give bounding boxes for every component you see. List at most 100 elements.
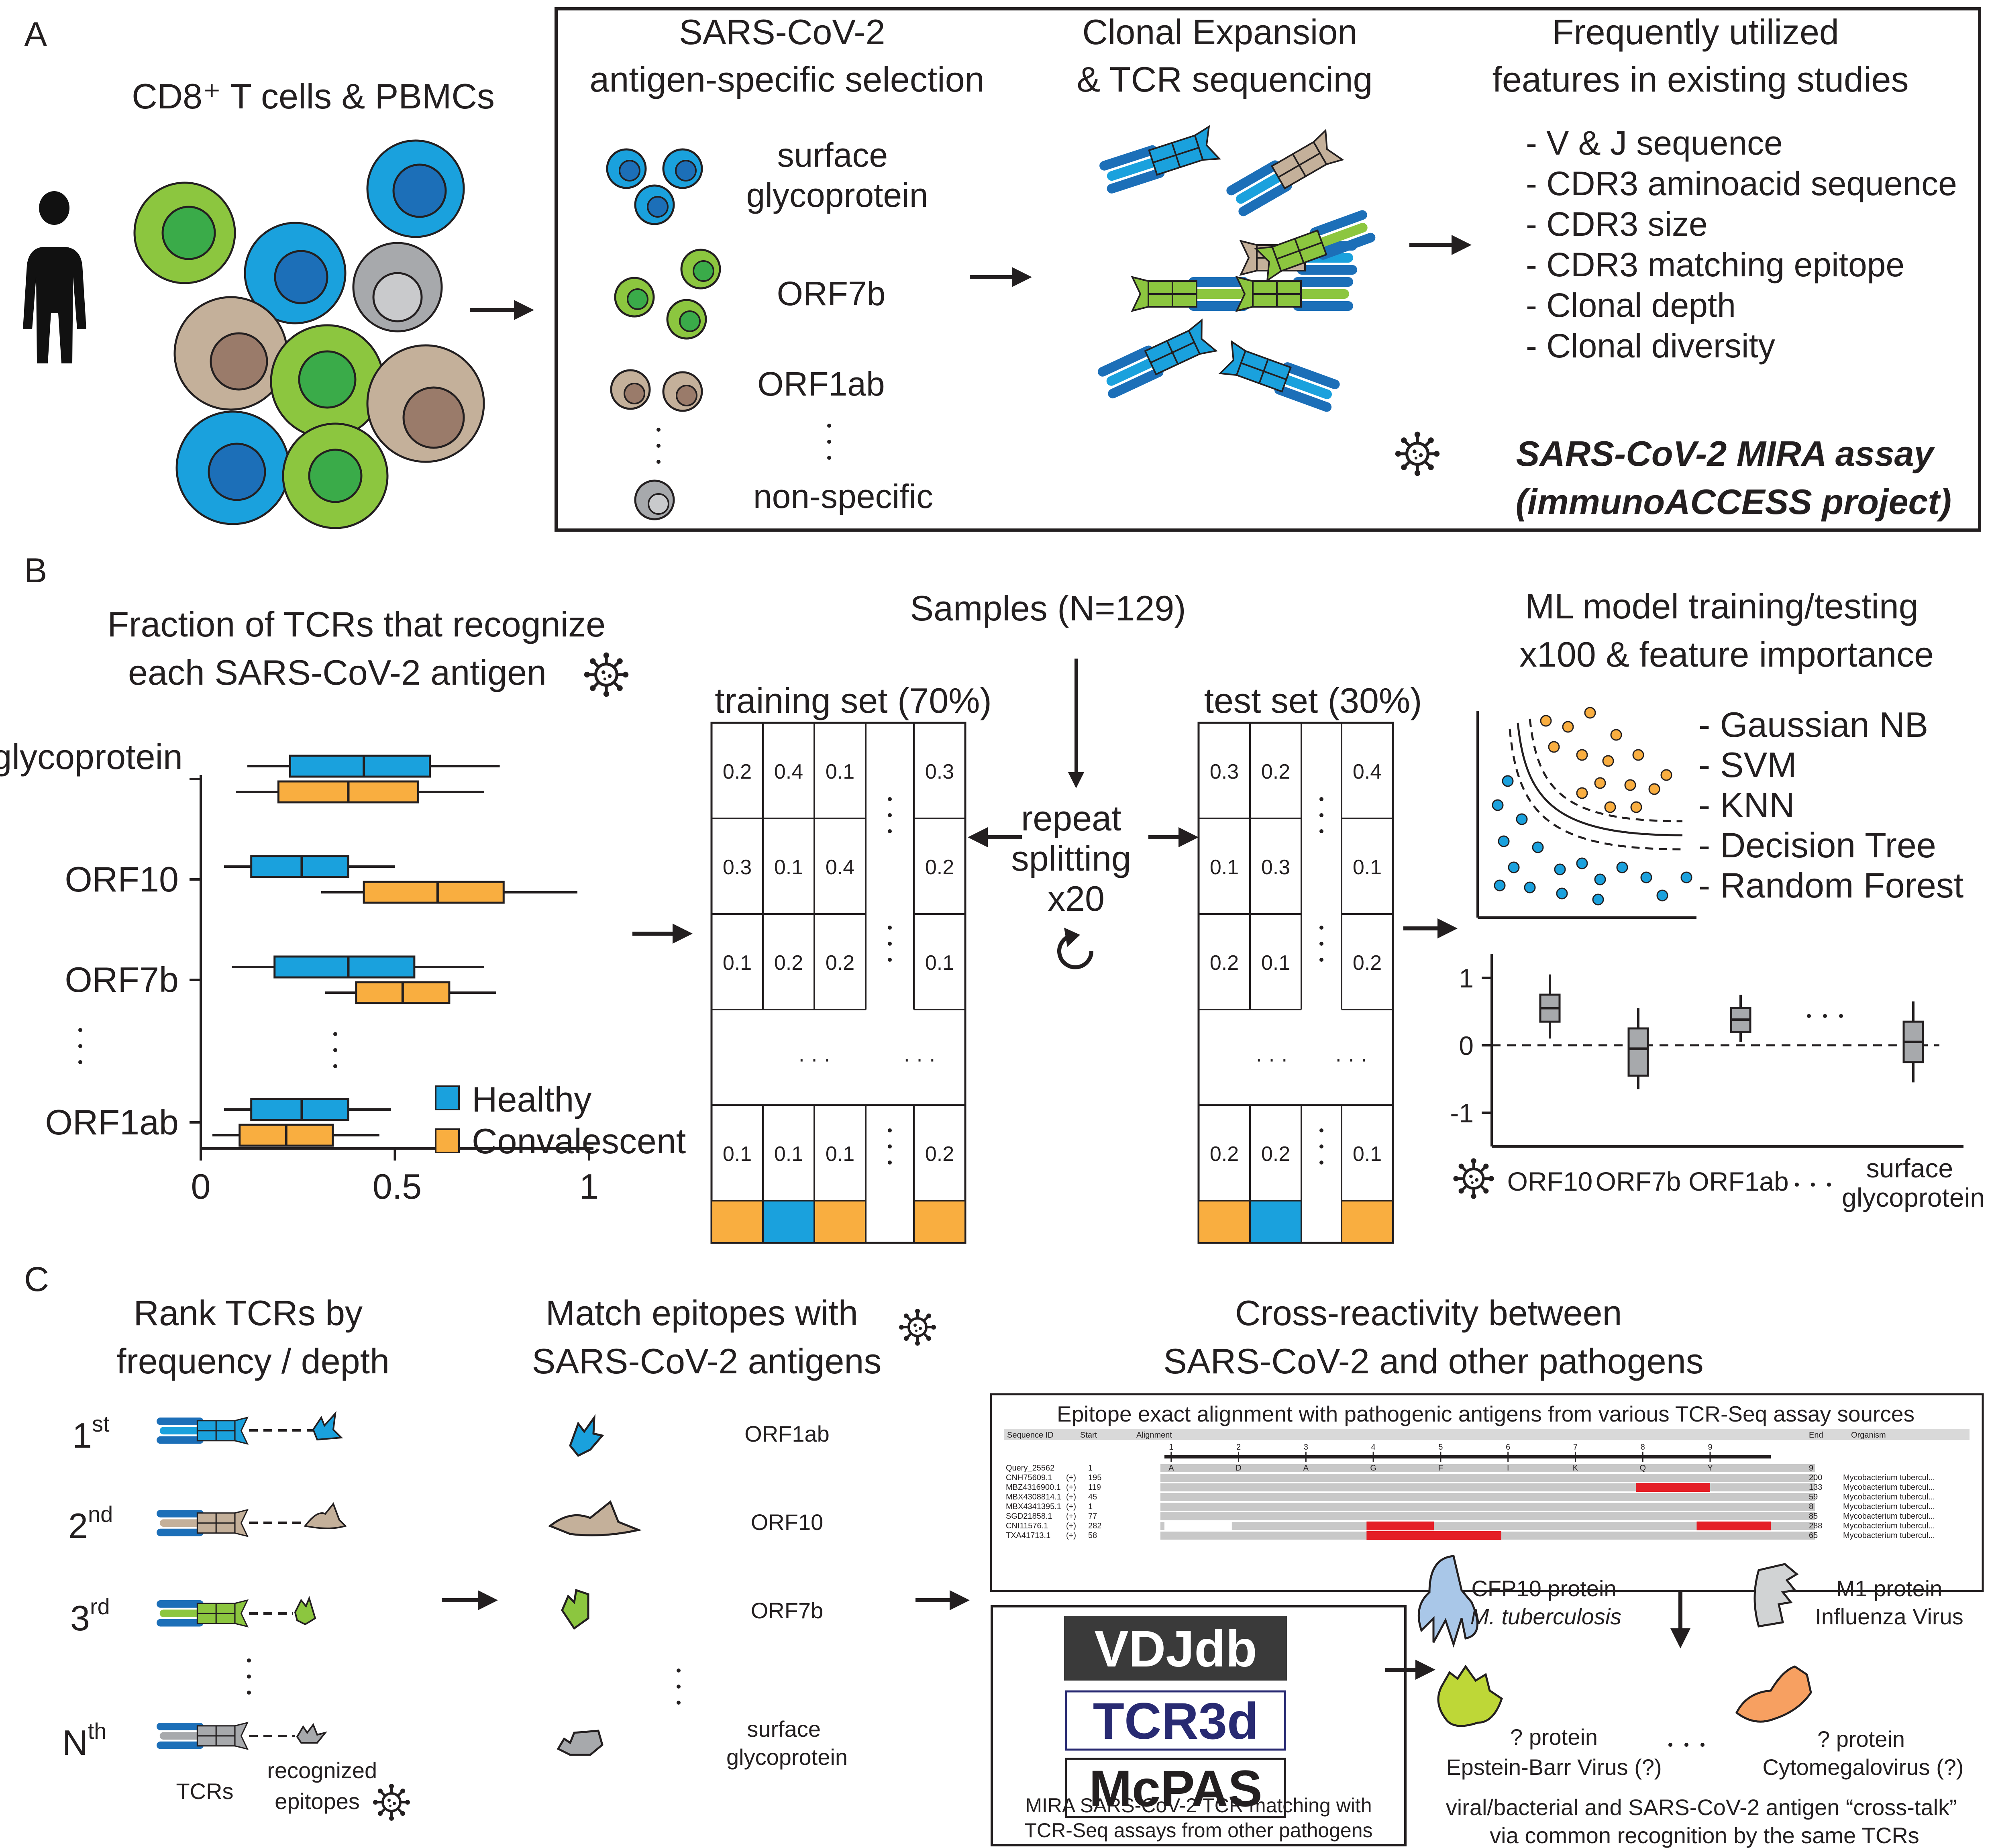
table-cell: 0.4: [826, 856, 854, 879]
alignment-residue: I: [1507, 1464, 1509, 1473]
pathogen-protein-m1: M1 protein: [1836, 1576, 1943, 1601]
alignment-organism: Mycobacterium tubercul...: [1843, 1502, 1935, 1511]
horizontal-ellipsis: [1807, 1014, 1843, 1018]
ml-title: ML model training/testing x100 & feature…: [1519, 586, 1934, 674]
vertical-ellipsis: [1319, 958, 1323, 962]
alignment-seq-id: MBX4341395.1: [1006, 1502, 1061, 1511]
alignment-dir: (+): [1066, 1483, 1076, 1492]
alignment-seq-id: CNH75609.1: [1006, 1473, 1052, 1482]
rank-row-3: 3rd: [70, 1594, 316, 1638]
table-cell: 0.2: [1353, 951, 1382, 975]
alignment-bar: [1160, 1493, 1815, 1501]
boxplot-box-healthy: [250, 1098, 349, 1121]
table-cell: 0.2: [774, 951, 803, 975]
legend-swatch-healthy: [435, 1085, 460, 1110]
vertical-ellipsis: [888, 942, 892, 946]
boxplot-chart: surface glycoprotein ORF10 ORF7b ORF1ab …: [0, 737, 686, 1206]
alignment-dir: (+): [1066, 1473, 1076, 1482]
table-frame: [710, 722, 966, 1244]
alignment-residue: D: [1236, 1464, 1241, 1473]
alignment-end: 8: [1809, 1502, 1813, 1511]
alignment-end: 133: [1809, 1483, 1822, 1492]
table-cell: 0.1: [723, 1142, 752, 1166]
table-cell: 0.1: [826, 760, 854, 783]
vertical-ellipsis: [1319, 813, 1323, 817]
boxplot-marks: [190, 755, 590, 1161]
alignment-bar: [1160, 1512, 1815, 1520]
table-cell: 0.4: [1353, 760, 1382, 783]
panel-b-letter: B: [24, 551, 47, 590]
alignment-organism: Mycobacterium tubercul...: [1843, 1512, 1935, 1521]
alignment-end: 85: [1809, 1512, 1818, 1521]
db-tcr3d[interactable]: [1065, 1690, 1286, 1751]
features-title: Frequently utilized features in existing…: [1492, 12, 1908, 99]
alignment-dir: (+): [1066, 1531, 1076, 1540]
rank-label: 2nd: [68, 1501, 113, 1546]
alignment-start: 1: [1088, 1464, 1093, 1473]
table-cell: 0.3: [1210, 760, 1239, 783]
panel-a-title: CD8⁺ T cells & PBMCs: [132, 76, 495, 116]
alignment-seq-id: MBZ4316900.1: [1006, 1483, 1061, 1492]
repeat-splitting-label: repeat splitting x20: [1011, 798, 1141, 918]
alignment-start: 282: [1088, 1522, 1101, 1530]
alignment-residue: A: [1303, 1464, 1309, 1473]
tcrs-label: TCRs: [176, 1779, 233, 1804]
alignment-bar: [1160, 1474, 1815, 1482]
selection-item-orf7b: ORF7b: [777, 275, 886, 312]
feature-item: - Clonal diversity: [1526, 327, 1775, 365]
virus-icon: [373, 1784, 410, 1821]
db-vdjdb[interactable]: [1064, 1616, 1287, 1681]
training-set-label: training set (70%): [715, 681, 992, 720]
feature-item: - V & J sequence: [1526, 124, 1783, 162]
antigen-label-orf1ab: ORF1ab: [744, 1421, 830, 1446]
alignment-header: Sequence ID: [1007, 1431, 1054, 1440]
pathogen-protein-ebv: ? protein: [1510, 1724, 1598, 1750]
panel-c-letter: C: [24, 1260, 49, 1299]
alignment-seq-id: Query_25562: [1006, 1464, 1054, 1473]
pathogen-organism-influenza: Influenza Virus: [1815, 1604, 1963, 1629]
table-cell: 0.1: [723, 951, 752, 975]
table-cell: 0.2: [1210, 1142, 1239, 1166]
vertical-ellipsis: [1319, 942, 1323, 946]
panel-b-title: Fraction of TCRs that recognize each SAR…: [107, 604, 615, 692]
legend-swatch-convalescent: [435, 1128, 460, 1153]
importance-y-tick-label: 0: [1459, 1031, 1474, 1061]
boxplot-x-tick: 0.5: [373, 1167, 422, 1206]
importance-marks: [1539, 974, 1924, 1089]
virus-icon: [1453, 1158, 1494, 1199]
feature-item: - CDR3 aminoacid sequence: [1526, 165, 1957, 202]
table-cell: 0.2: [826, 951, 854, 975]
alignment-header: Organism: [1851, 1431, 1886, 1440]
alignment-seq-id: TXA41713.1: [1006, 1531, 1050, 1540]
antigen-label-orf10: ORF10: [751, 1509, 824, 1535]
table-cell: 0.1: [1261, 951, 1290, 975]
alignment-header: Start: [1080, 1431, 1097, 1440]
alignment-organism: Mycobacterium tubercul...: [1843, 1483, 1935, 1492]
db-mcpas[interactable]: [1065, 1758, 1286, 1818]
mira-assay-label: SARS-CoV-2 MIRA assay (immunoACCESS proj…: [1516, 434, 1951, 522]
importance-y-tick-label: 1: [1459, 963, 1474, 993]
table-label-cell: [762, 1200, 815, 1244]
table-cell: 0.3: [723, 856, 752, 879]
table-cell: 0.2: [925, 856, 954, 879]
model-list: - Gaussian NB - SVM - KNN - Decision Tre…: [1698, 705, 1963, 905]
table-label-cell: [1198, 1200, 1251, 1244]
table-cell: 0.3: [925, 760, 954, 783]
alignment-residue: Q: [1639, 1464, 1646, 1473]
vertical-ellipsis: [827, 424, 831, 460]
table-label-cell: [1341, 1200, 1394, 1244]
vertical-ellipsis: [1319, 1128, 1323, 1132]
rank-label: Nth: [62, 1718, 106, 1762]
vertical-ellipsis: [888, 829, 892, 833]
rank-title: Rank TCRs by frequency / depth: [116, 1293, 389, 1381]
vertical-ellipsis: [888, 797, 892, 801]
importance-box: [1627, 1027, 1649, 1077]
table-ellipsis: · · ·: [903, 1048, 936, 1071]
alignment-position-label: 7: [1573, 1443, 1578, 1452]
vertical-ellipsis: [1319, 1161, 1323, 1165]
table-ellipsis: · · ·: [1256, 1048, 1288, 1071]
cfp10-protein-icon: [1417, 1555, 1478, 1648]
boxplot-box-healthy: [250, 855, 349, 878]
panel-a-letter: A: [24, 15, 47, 54]
db-caption-line-1: MIRA SARS-CoV-2 TCR matching with: [1025, 1794, 1372, 1817]
